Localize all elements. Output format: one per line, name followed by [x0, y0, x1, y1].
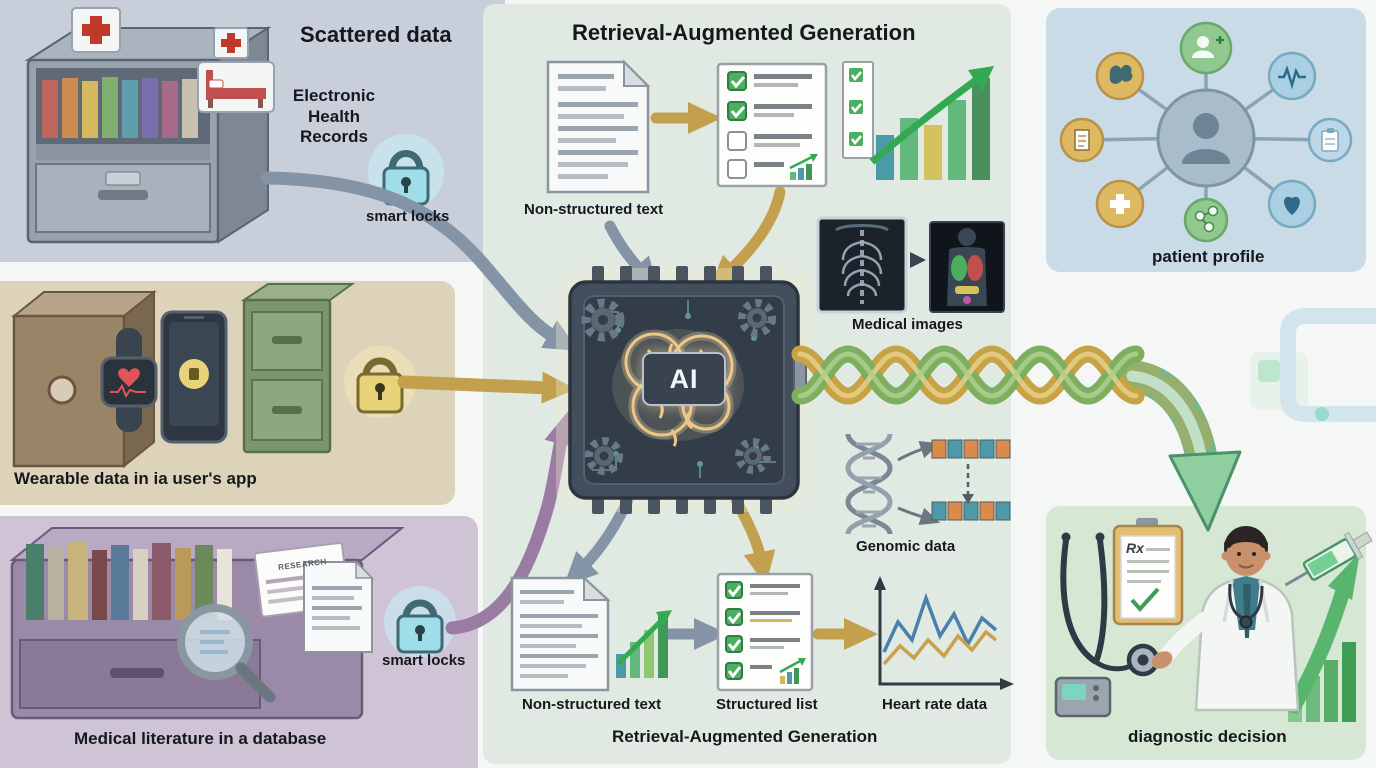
wearable-caption: Wearable data in ia user's app: [14, 469, 257, 488]
genomic-data-label: Genomic data: [856, 538, 956, 555]
nonstructured-top-label: Non-structured text: [524, 201, 664, 218]
background-pipeline-decor: [1250, 308, 1376, 422]
rag-title-top: Retrieval-Augmented Generation: [572, 20, 916, 45]
checklist-top-icon: [716, 62, 828, 188]
wearable-data-illustration: [11, 283, 416, 469]
genomic-data-illustration: [845, 433, 1011, 535]
medical-literature-illustration: [9, 527, 456, 720]
molecule-node-icon: [1183, 197, 1229, 243]
dna-helix-icon: [845, 433, 893, 535]
literature-caption: Medical literature in a database: [74, 729, 327, 748]
books-row: [26, 542, 232, 620]
gear-icon-top-right: [738, 299, 776, 337]
growth-arrow-icon: [1286, 552, 1360, 714]
medical-cross-icon: [71, 7, 121, 53]
structured-list-icon: [716, 572, 814, 692]
stethoscope-icon: [1060, 532, 1160, 677]
syringe-icon: [1284, 531, 1373, 587]
monitor-device-icon: [1054, 676, 1112, 718]
nonstructured-bottom-label: Non-structured text: [522, 696, 662, 713]
ehr-cabinet-illustration: [24, 7, 275, 244]
lined-document-icon: [303, 560, 374, 653]
patient-profile-network: [1059, 21, 1353, 243]
heart-node-icon: [1267, 179, 1317, 229]
rx-label: Rx: [1126, 540, 1144, 556]
hospital-bed-icon: [197, 61, 275, 113]
medical-images-illustration: [816, 216, 1005, 314]
smart-locks-label-top: smart locks: [366, 208, 450, 225]
nonstructured-doc-bottom-icon: [510, 575, 611, 692]
doctor-illustration: [1151, 526, 1300, 712]
magnifier-icon: [177, 604, 276, 703]
gear-icon-bottom-left: [585, 437, 623, 475]
medical-images-label: Medical images: [852, 316, 963, 333]
ai-chip-label: AI: [642, 352, 726, 406]
cross-node-icon: [1095, 179, 1145, 229]
colored-folders: [42, 77, 198, 138]
rope-arrowhead: [1168, 450, 1242, 532]
smart-lock-icon-bottom: [384, 586, 456, 658]
sequence-row-2: [931, 501, 1011, 521]
smart-locks-label-bottom: smart locks: [382, 652, 466, 669]
rag-title-bottom: Retrieval-Augmented Generation: [612, 727, 878, 746]
green-cabinet-icon: [240, 283, 356, 454]
document-node-icon: [1059, 117, 1105, 163]
clipboard-node-icon: [1307, 117, 1353, 163]
mini-growth-chart-icon: [616, 610, 672, 678]
heart-rate-chart-icon: [874, 576, 1014, 690]
mini-bars: [779, 658, 806, 684]
person-plus-icon: [1179, 21, 1233, 75]
mini-chart: [789, 154, 818, 180]
checklist-sliver-icon: [842, 61, 874, 159]
brain-node-icon: [1095, 51, 1145, 101]
smartphone-icon: [160, 310, 228, 444]
prescription-clipboard-icon: [1112, 518, 1184, 626]
ecg-node-icon: [1267, 51, 1317, 101]
medical-cross-icon-small: [213, 27, 249, 59]
diagnostic-decision-illustration: [1054, 518, 1373, 722]
scattered-data-title: Scattered data: [300, 22, 452, 47]
diagnostic-decision-label: diagnostic decision: [1128, 727, 1287, 746]
ehr-label: Electronic Health Records: [292, 86, 376, 147]
growth-bar-chart-icon: [869, 66, 994, 180]
smart-lock-icon-gold: [344, 346, 416, 418]
chip-pins: [592, 266, 772, 514]
gear-icon-bottom-right: [735, 438, 771, 474]
smartwatch-icon: [100, 328, 158, 432]
nonstructured-doc-top-icon: [546, 59, 651, 194]
patient-profile-label: patient profile: [1152, 247, 1265, 266]
xray-icon: [816, 216, 908, 314]
body-segmentation-icon: [929, 221, 1005, 313]
sequence-row-1: [931, 439, 1011, 459]
braided-output-rope: [791, 345, 1242, 532]
gear-icon-top-left: [581, 298, 625, 342]
heart-rate-label: Heart rate data: [882, 696, 988, 713]
structured-list-label: Structured list: [716, 696, 818, 713]
